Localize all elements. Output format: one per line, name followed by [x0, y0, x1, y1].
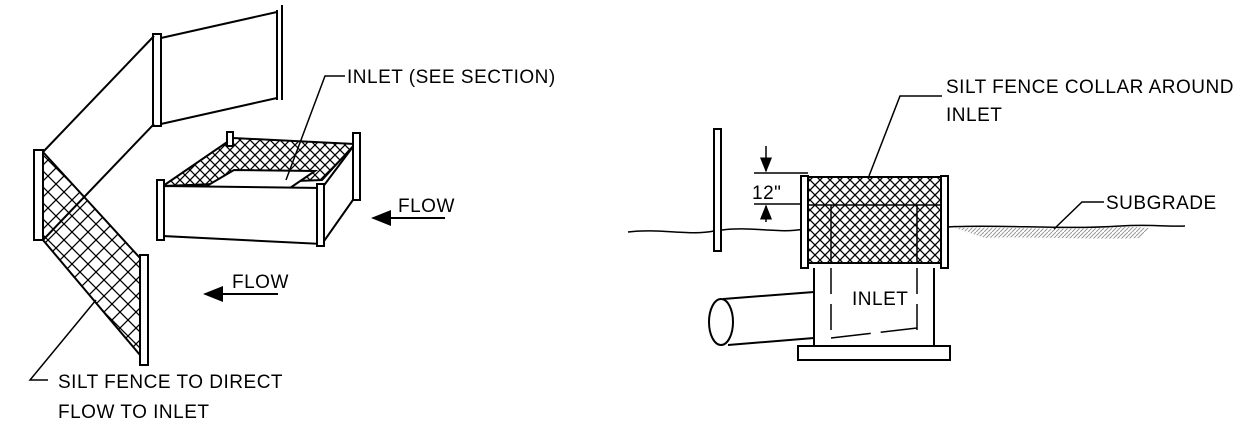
inlet-inner-floor — [830, 327, 918, 339]
section-inlet-label: INLET — [852, 289, 908, 310]
silt-fence-leader-line — [28, 299, 97, 381]
inlet-pipe-end — [708, 298, 734, 346]
collar-label-line2: INLET — [946, 105, 1002, 126]
fence-post — [152, 33, 162, 127]
inlet-see-section-label: INLET (SEE SECTION) — [347, 67, 556, 88]
fence-post — [156, 179, 165, 241]
ground-line — [945, 224, 1186, 229]
fence-rail — [160, 97, 278, 125]
fence-rail — [42, 35, 155, 153]
dimension-12in-label: 12" — [752, 183, 781, 204]
silt-fence-label-line2: FLOW TO INLET — [58, 402, 210, 423]
ground-line — [627, 230, 715, 234]
silt-fence-fabric — [42, 149, 141, 358]
inlet-base — [797, 345, 951, 361]
ground-line — [721, 228, 805, 232]
collar-post — [800, 175, 809, 269]
fence-post — [316, 183, 325, 247]
collar-leader-line — [868, 95, 942, 177]
collar-post — [940, 175, 949, 269]
subgrade-hatch — [955, 226, 1150, 239]
collar-label-line1: SILT FENCE COLLAR AROUND — [946, 77, 1234, 98]
silt-fence-collar — [807, 176, 942, 264]
subgrade-label: SUBGRADE — [1106, 193, 1217, 214]
flow-label-right: FLOW — [398, 196, 455, 217]
inlet-pipe — [722, 291, 815, 346]
inlet-leader-line — [285, 75, 345, 181]
section-view: 12" INLET SILT FENCE COLLAR AROUND INLET… — [627, 77, 1234, 361]
subgrade-leader-line — [1053, 201, 1104, 230]
fence-post — [226, 131, 234, 147]
flow-label-left: FLOW — [232, 272, 289, 293]
fence-rail — [160, 11, 278, 39]
silt-fence-label-line1: SILT FENCE TO DIRECT — [58, 372, 283, 393]
fence-post — [33, 149, 44, 241]
fence-post — [352, 132, 361, 201]
fence-post — [139, 254, 149, 366]
plan-view: INLET (SEE SECTION) FLOW FLOW SILT FENCE… — [28, 5, 556, 423]
inlet-box-front — [162, 184, 323, 246]
fence-stake — [713, 128, 722, 252]
